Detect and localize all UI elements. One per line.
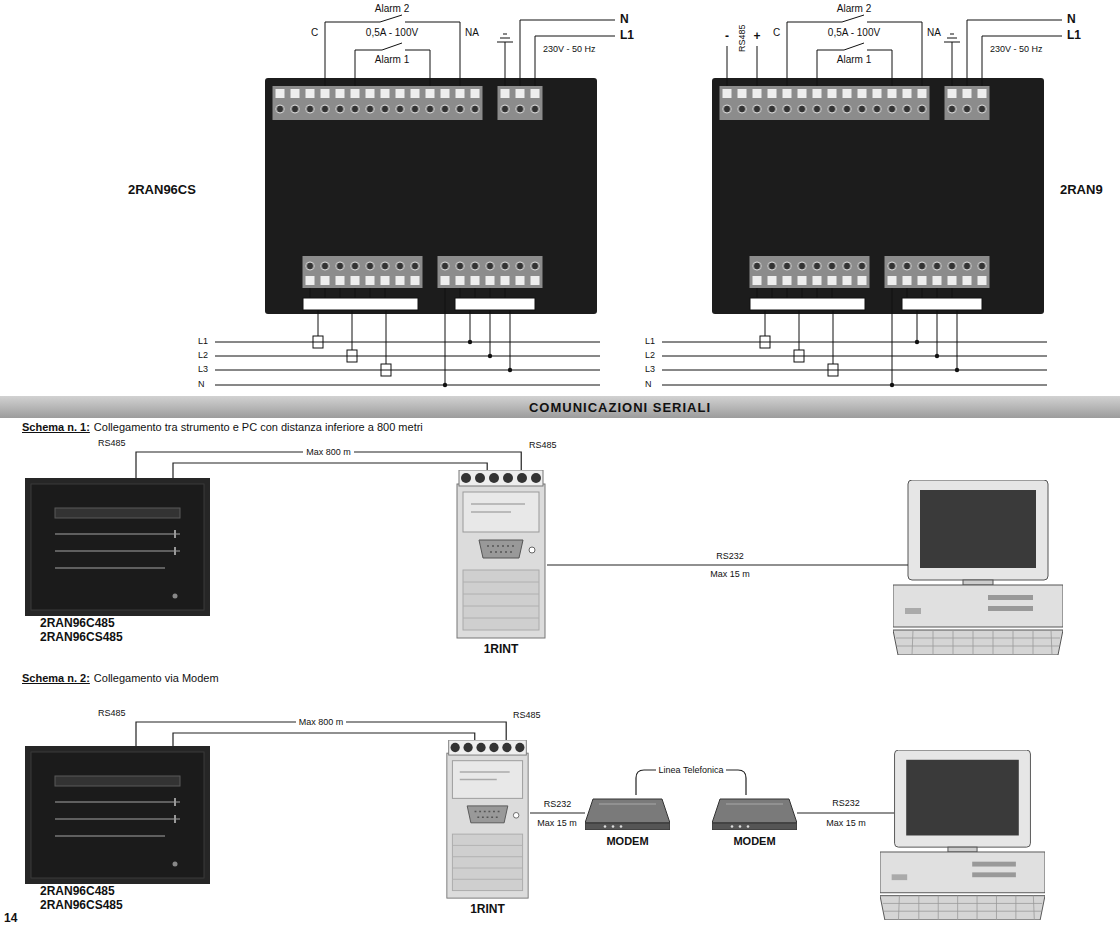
label-text: NA (465, 27, 479, 39)
device-picture-part (880, 750, 1045, 920)
schema-heading: Schema n. 2: (22, 672, 90, 685)
label-text: N (198, 379, 205, 389)
label-text: 2RAN9 (1060, 183, 1103, 198)
modem-node: MODEM (712, 795, 797, 848)
edge-label: Max 800 m (296, 716, 347, 728)
instrument-node: 2RAN96C4852RAN96CS485 (25, 746, 210, 912)
label-text: C (773, 27, 780, 39)
device-caption: 2RAN96C485 (25, 884, 210, 898)
serial-cable (547, 565, 908, 813)
label-text: 0,5A - 100V (828, 27, 880, 39)
label-text: 2RAN96CS (128, 183, 196, 198)
device-picture-part (585, 799, 670, 830)
device-caption: 1RINT (455, 642, 547, 656)
label-text: L3 (198, 364, 208, 374)
label-text: RS485 (98, 708, 126, 718)
label-text: Max 15 m (826, 818, 866, 828)
serial-cable-part (547, 564, 908, 565)
edge-label: Max 800 m (303, 446, 354, 458)
meter-wiring-rs485-part (787, 15, 922, 86)
serial-cable-part (797, 812, 894, 813)
device-picture (25, 470, 1063, 920)
device-caption: 2RAN96CS485 (25, 630, 210, 644)
label-text: L1 (620, 29, 634, 43)
converter-node: 1RINT (455, 470, 547, 656)
label-text: RS485 (513, 710, 541, 720)
band-title: COMUNICAZIONI SERIALI (529, 400, 711, 415)
device-picture-part (25, 746, 210, 884)
edge-label: Linea Telefonica (656, 764, 727, 776)
meter-wiring-rs485 (662, 15, 1062, 387)
label-text: C (311, 27, 318, 39)
device-picture-part (893, 480, 1063, 655)
meter-wiring-part (215, 78, 600, 387)
instrument-node: 2RAN96C4852RAN96CS485 (25, 478, 210, 644)
device-caption: 2RAN96CS485 (25, 898, 210, 912)
meter-wiring-rs485-part (727, 46, 757, 86)
label-text: L1 (645, 336, 655, 346)
label-text: 0,5A - 100V (366, 27, 418, 39)
meter-wiring-rs485-part (662, 78, 1047, 387)
edge-label: RS232 (541, 798, 575, 810)
label-text: Alarm 2 (837, 3, 871, 15)
label-text: Max 15 m (537, 818, 577, 828)
label-text: 230V - 50 Hz (543, 44, 596, 54)
device-picture-part (447, 740, 528, 898)
label-text: L2 (198, 350, 208, 360)
label-text: RS232 (716, 551, 744, 561)
modem-node: MODEM (585, 795, 670, 848)
label-text: Alarm 1 (375, 54, 409, 66)
label-text: 14 (4, 912, 17, 926)
meter-wiring-rs485-part (944, 20, 1062, 86)
label-text: RS232 (832, 798, 860, 808)
label-text: N (1067, 13, 1076, 27)
label-text: L2 (645, 350, 655, 360)
label-text: N (620, 13, 629, 27)
meter-wiring-part (325, 15, 460, 86)
device-picture-part (25, 478, 210, 616)
label-text: L1 (198, 336, 208, 346)
label-text: - (725, 30, 729, 44)
device-picture-part (457, 470, 545, 638)
label-text: Alarm 1 (837, 54, 871, 66)
label-text: NA (927, 27, 941, 39)
schema-heading: Schema n. 1: (22, 421, 90, 434)
device-caption: MODEM (712, 834, 797, 848)
label-text: L3 (645, 364, 655, 374)
label-text: RS485 (529, 440, 557, 450)
label-text: RS485 (98, 438, 126, 448)
label-text: Collegamento tra strumento e PC con dist… (94, 421, 423, 434)
meter-wiring-part (497, 20, 615, 86)
device-caption: 1RINT (445, 902, 530, 916)
label-text: L1 (1067, 29, 1081, 43)
label-text: Collegamento via Modem (94, 672, 219, 685)
label-text: Alarm 2 (375, 3, 409, 15)
converter-node: 1RINT (445, 740, 530, 916)
label-text: 230V - 50 Hz (990, 44, 1043, 54)
device-picture-part (712, 799, 797, 830)
device-caption: 2RAN96C485 (25, 616, 210, 630)
cable-connector (530, 812, 585, 813)
section-band: COMUNICAZIONI SERIALI (0, 396, 1120, 418)
label-text: N (645, 379, 652, 389)
device-caption: MODEM (585, 834, 670, 848)
label-text: + (753, 30, 760, 44)
meter-wiring (215, 15, 615, 387)
label-text: Max 15 m (710, 569, 750, 579)
label-text: RS485 (737, 24, 747, 52)
